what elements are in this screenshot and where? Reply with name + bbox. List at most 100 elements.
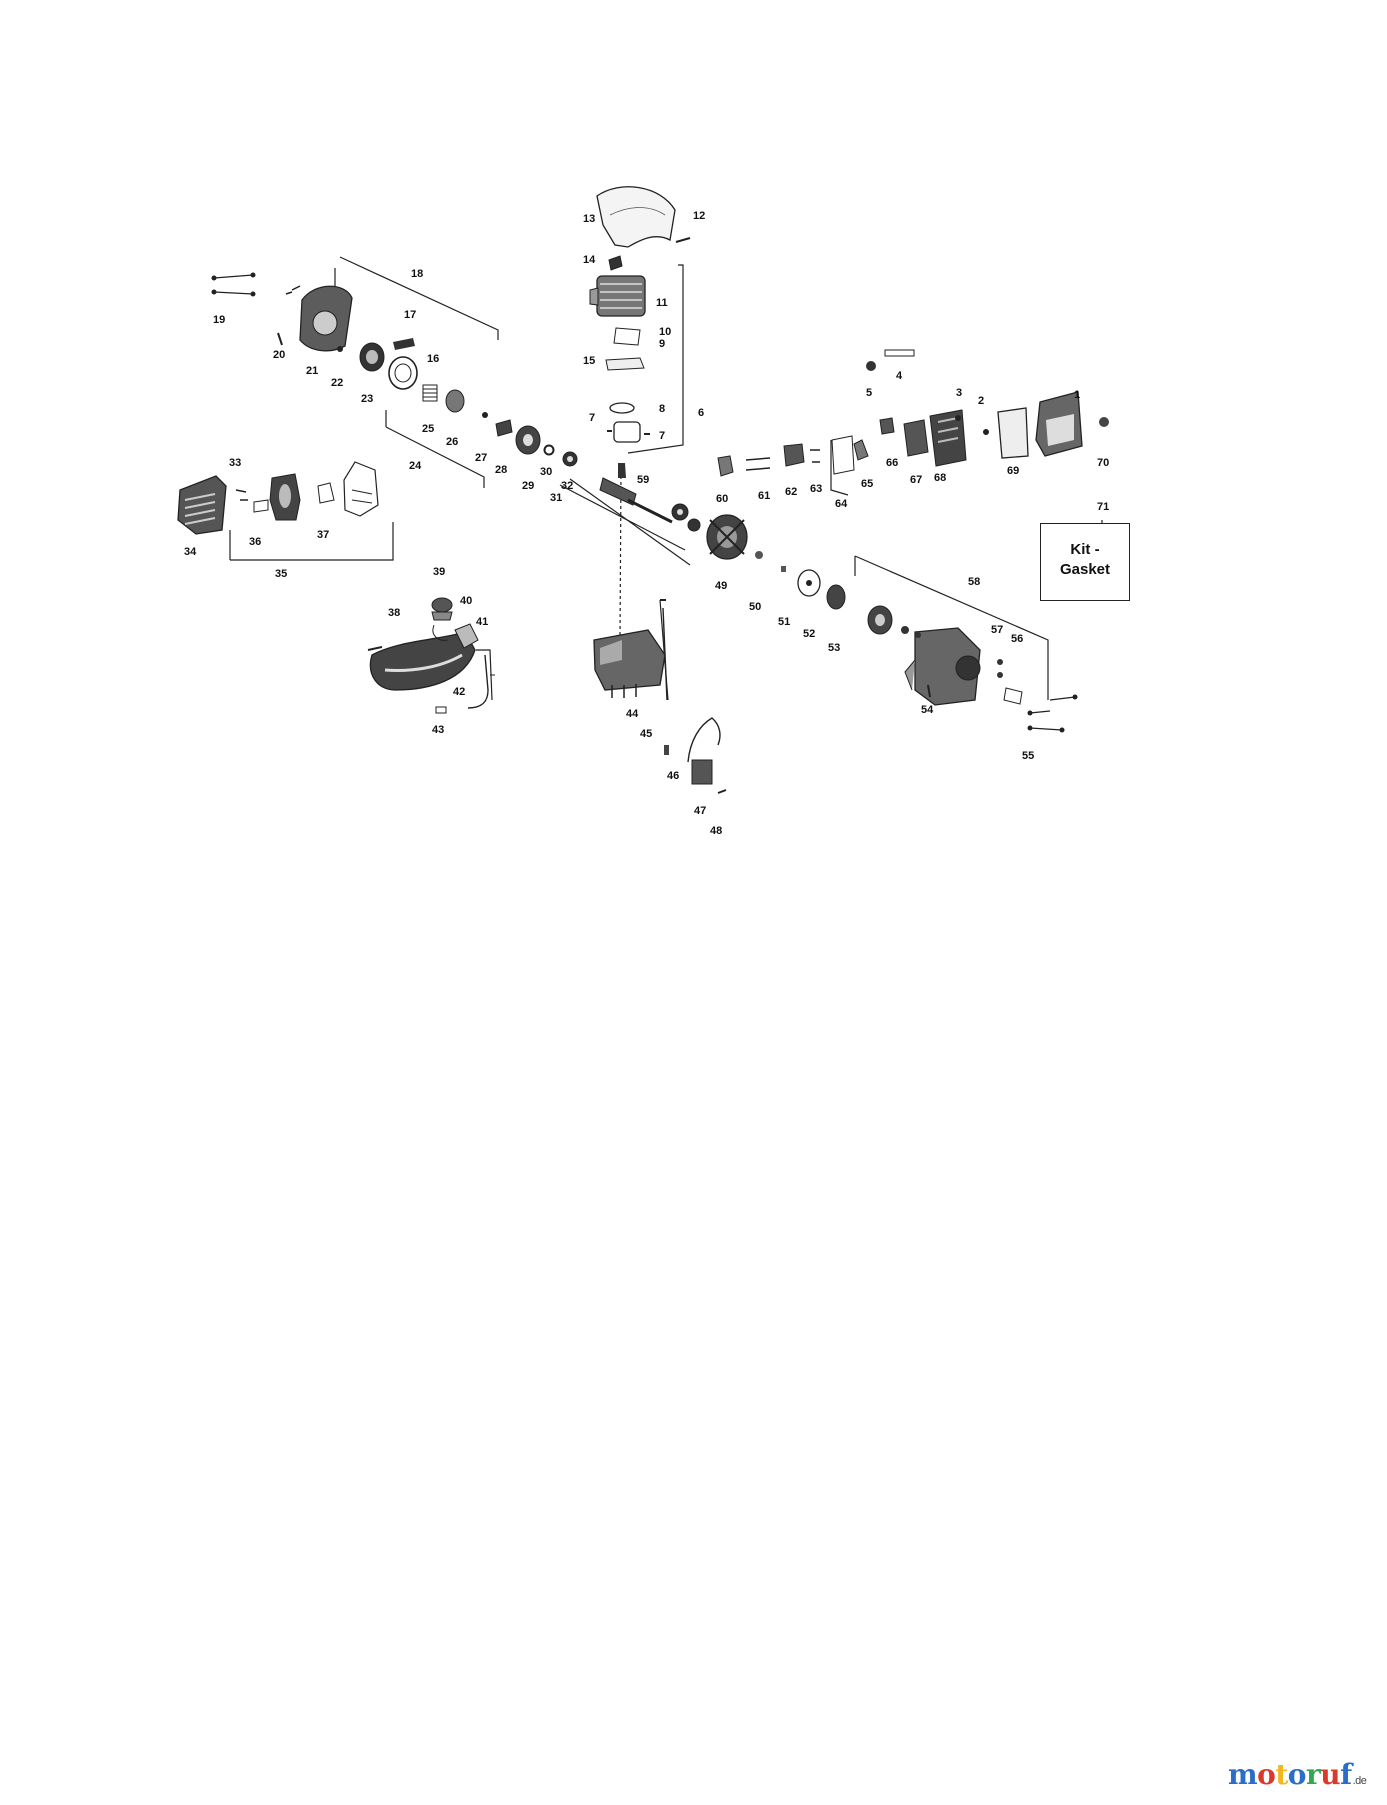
callout-33: 33 xyxy=(229,457,242,469)
callout-37: 37 xyxy=(317,529,330,541)
callout-16: 16 xyxy=(427,353,440,365)
callout-18: 18 xyxy=(411,268,424,280)
callout-4: 4 xyxy=(896,370,903,382)
part-piston xyxy=(613,421,641,443)
callout-38: 38 xyxy=(388,607,401,619)
callout-24: 24 xyxy=(409,460,422,472)
callout-70: 70 xyxy=(1097,457,1110,469)
callout-20: 20 xyxy=(273,349,286,361)
logo-letter: t xyxy=(1275,1758,1288,1791)
kit-gasket-box: Kit - Gasket xyxy=(1040,523,1130,601)
callout-61: 61 xyxy=(758,490,771,502)
bracket-35 xyxy=(230,522,394,561)
callout-54: 54 xyxy=(921,704,934,716)
callout-17: 17 xyxy=(404,309,417,321)
part-58-clutch-housing xyxy=(914,627,981,706)
logo-letter: f xyxy=(1340,1758,1352,1791)
callout-13: 13 xyxy=(583,213,596,225)
part-13-top-cover xyxy=(596,186,676,248)
callout-42: 42 xyxy=(453,686,466,698)
logo-letter: o xyxy=(1257,1758,1276,1791)
callout-46: 46 xyxy=(667,770,680,782)
logo-letter: r xyxy=(1305,1758,1321,1791)
callout-55: 55 xyxy=(1022,750,1035,762)
callout-71: 71 xyxy=(1097,501,1110,513)
callout-34: 34 xyxy=(184,546,197,558)
callout-3: 3 xyxy=(956,387,963,399)
callout-56: 56 xyxy=(1011,633,1024,645)
motoruf-watermark-logo: motoruf.de xyxy=(1228,1758,1367,1791)
logo-letter: m xyxy=(1228,1758,1258,1791)
callout-23: 23 xyxy=(361,393,374,405)
part-40-fuel-tank xyxy=(369,631,476,691)
callout-64: 64 xyxy=(835,498,848,510)
part-11-cylinder xyxy=(596,275,646,317)
callout-12: 12 xyxy=(693,210,706,222)
callout-25: 25 xyxy=(422,423,435,435)
callout-66: 66 xyxy=(886,457,899,469)
callout-58: 58 xyxy=(968,576,981,588)
bracket-64 xyxy=(830,440,849,496)
callout-2: 2 xyxy=(978,395,985,407)
callout-47: 47 xyxy=(694,805,707,817)
callout-48: 48 xyxy=(710,825,723,837)
callout-29: 29 xyxy=(522,480,535,492)
callout-9: 9 xyxy=(659,338,666,350)
callout-22: 22 xyxy=(331,377,344,389)
callout-7a: 7 xyxy=(589,412,596,424)
callout-7b: 7 xyxy=(659,430,666,442)
callout-65: 65 xyxy=(861,478,874,490)
kit-box-line1: Kit - xyxy=(1070,541,1100,558)
callout-1: 1 xyxy=(1074,389,1081,401)
logo-letter: u xyxy=(1320,1758,1341,1791)
logo-letters: motoruf xyxy=(1228,1758,1352,1791)
callout-30: 30 xyxy=(540,466,553,478)
part-67-carburetor xyxy=(903,419,929,457)
callout-36: 36 xyxy=(249,536,262,548)
callout-60: 60 xyxy=(716,493,729,505)
callout-52: 52 xyxy=(803,628,816,640)
callout-41: 41 xyxy=(476,616,489,628)
callout-28: 28 xyxy=(495,464,508,476)
callout-67: 67 xyxy=(910,474,923,486)
callout-39: 39 xyxy=(433,566,446,578)
callout-69: 69 xyxy=(1007,465,1020,477)
callout-51: 51 xyxy=(778,616,791,628)
callout-57: 57 xyxy=(991,624,1004,636)
callout-32: 32 xyxy=(561,480,574,492)
callout-8: 8 xyxy=(659,403,666,415)
callout-50: 50 xyxy=(749,601,762,613)
callout-59: 59 xyxy=(637,474,650,486)
callout-27: 27 xyxy=(475,452,488,464)
callout-49: 49 xyxy=(715,580,728,592)
callout-40: 40 xyxy=(460,595,473,607)
callout-26: 26 xyxy=(446,436,459,448)
callout-19: 19 xyxy=(213,314,226,326)
kit-box-line2: Gasket xyxy=(1059,561,1111,578)
callout-43: 43 xyxy=(432,724,445,736)
part-68-air-box xyxy=(929,409,967,467)
bracket-18 xyxy=(339,256,499,340)
callout-5: 5 xyxy=(866,387,873,399)
bracket-6 xyxy=(627,264,684,454)
callout-68: 68 xyxy=(934,472,947,484)
callout-6: 6 xyxy=(698,407,705,419)
callout-53: 53 xyxy=(828,642,841,654)
logo-letter: o xyxy=(1287,1758,1307,1791)
callout-62: 62 xyxy=(785,486,798,498)
callout-21: 21 xyxy=(306,365,319,377)
callout-35: 35 xyxy=(275,568,288,580)
callout-10: 10 xyxy=(659,326,672,338)
logo-tld: .de xyxy=(1352,1775,1367,1787)
callout-63: 63 xyxy=(810,483,823,495)
callout-45: 45 xyxy=(640,728,653,740)
bracket-24 xyxy=(385,426,485,488)
callout-44: 44 xyxy=(626,708,639,720)
callout-14: 14 xyxy=(583,254,596,266)
callout-15: 15 xyxy=(583,355,596,367)
callout-11: 11 xyxy=(656,297,668,309)
callout-31: 31 xyxy=(550,492,563,504)
bracket-58 xyxy=(854,555,1049,700)
